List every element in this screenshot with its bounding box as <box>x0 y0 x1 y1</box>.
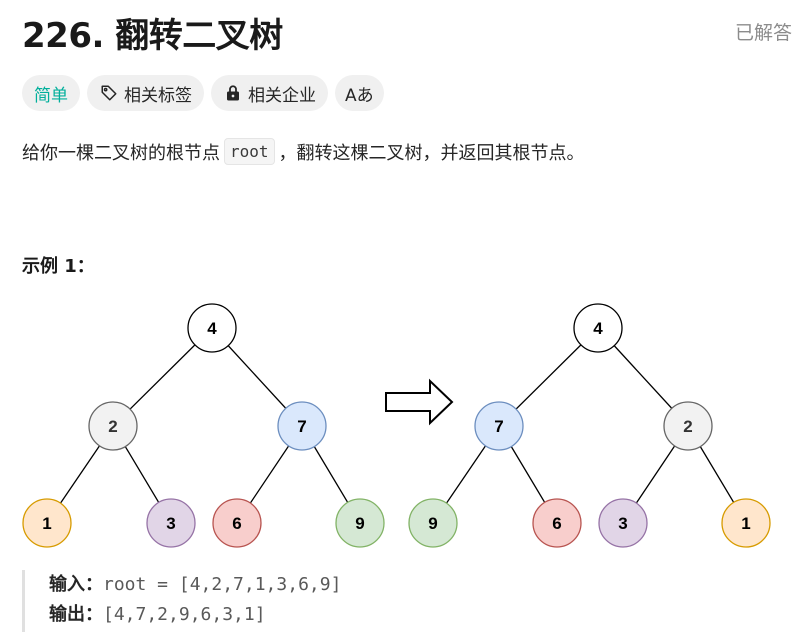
translate-button[interactable]: Aあ <box>335 75 384 111</box>
node-label: 7 <box>494 417 503 436</box>
lock-icon <box>223 83 243 103</box>
translate-icon: Aあ <box>345 85 374 106</box>
related-topics-label: 相关标签 <box>124 85 192 106</box>
tree-node: 7 <box>277 401 327 451</box>
tree-node: 6 <box>532 498 582 548</box>
node-label: 2 <box>108 417 117 436</box>
input-label: 输入： <box>49 574 103 595</box>
tree-node: 3 <box>146 498 196 548</box>
node-label: 1 <box>741 514 750 533</box>
difficulty-badge[interactable]: 简单 <box>22 75 80 111</box>
inline-code-root: root <box>224 138 275 165</box>
description-text-after: ，翻转这棵二叉树，并返回其根节点。 <box>278 142 585 164</box>
related-topics-button[interactable]: 相关标签 <box>87 75 204 111</box>
example-title: 示例 1： <box>22 256 95 277</box>
solved-status: 已解答 <box>734 22 792 44</box>
page-title: 226. 翻转二叉树 <box>22 16 283 56</box>
input-value: root = [4,2,7,1,3,6,9] <box>103 574 342 595</box>
problem-header: 226. 翻转二叉树 已解答 <box>22 8 792 56</box>
node-label: 1 <box>42 514 51 533</box>
node-label: 9 <box>428 514 437 533</box>
related-companies-label: 相关企业 <box>248 85 316 106</box>
related-companies-button[interactable]: 相关企业 <box>211 75 328 111</box>
problem-description: 给你一棵二叉树的根节点 root ，翻转这棵二叉树，并返回其根节点。 <box>22 138 585 165</box>
tree-node: 6 <box>212 498 262 548</box>
right-arrow-icon <box>385 378 454 426</box>
tree-node: 2 <box>663 401 713 451</box>
tree-node: 1 <box>22 498 72 548</box>
example-output-line: 输出：[4,7,2,9,6,3,1] <box>49 600 422 630</box>
node-label: 2 <box>683 417 692 436</box>
node-label: 6 <box>232 514 241 533</box>
node-label: 4 <box>593 319 603 338</box>
tree-node: 1 <box>721 498 771 548</box>
tree-node: 4 <box>187 303 237 353</box>
node-label: 3 <box>166 514 175 533</box>
description-text-before: 给你一棵二叉树的根节点 <box>22 142 220 164</box>
node-label: 9 <box>355 514 364 533</box>
node-label: 4 <box>207 319 217 338</box>
output-label: 输出： <box>49 604 103 625</box>
node-label: 7 <box>297 417 306 436</box>
tree-node: 9 <box>335 498 385 548</box>
tag-bar: 简单 相关标签 相关企业 Aあ <box>22 75 384 111</box>
invert-tree-diagram: 4 2 7 1 3 6 9 4 7 2 9 <box>22 303 771 548</box>
tree-node: 4 <box>573 303 623 353</box>
example-input-line: 输入：root = [4,2,7,1,3,6,9] <box>49 570 422 600</box>
tree-node: 9 <box>408 498 458 548</box>
tree-node: 3 <box>598 498 648 548</box>
tag-icon <box>99 83 119 103</box>
output-value: [4,7,2,9,6,3,1] <box>103 604 266 625</box>
example-io-block: 输入：root = [4,2,7,1,3,6,9] 输出：[4,7,2,9,6,… <box>22 570 422 632</box>
node-label: 3 <box>618 514 627 533</box>
tree-node: 2 <box>88 401 138 451</box>
tree-node: 7 <box>474 401 524 451</box>
node-label: 6 <box>552 514 561 533</box>
